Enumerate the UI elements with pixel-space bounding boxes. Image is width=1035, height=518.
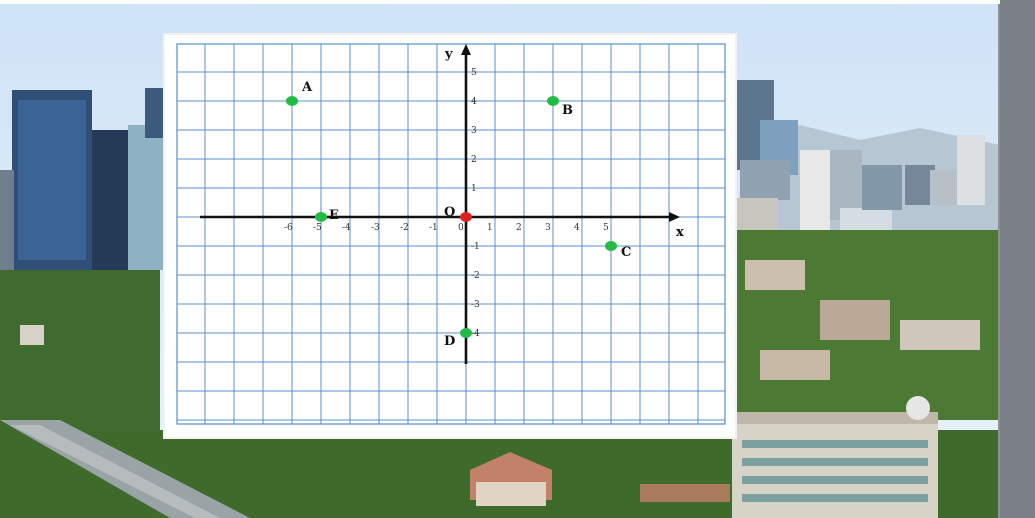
point-b-label: B: [562, 103, 573, 118]
y-tick-label: -1: [471, 242, 480, 252]
point-a-marker: [286, 96, 298, 106]
x-tick-label: -3: [371, 223, 380, 233]
coordinate-board: -6 -5 -4 -3 -2 -1 0 1 2 3 4 5 5 4 3 2 1 -1 -2 -3 -4 A B C D E O x…: [163, 33, 737, 439]
y-tick-label: 2: [471, 155, 477, 165]
x-tick-label: 5: [603, 223, 609, 233]
y-tick-label: -4: [471, 329, 480, 339]
tick-labels: -6 -5 -4 -3 -2 -1 0 1 2 3 4 5 5 4 3 2 1 -1 -2 -3 -4: [284, 68, 609, 339]
x-tick-label: -5: [313, 223, 322, 233]
point-c-label: C: [621, 245, 631, 260]
point-o-label: O: [444, 205, 455, 220]
axes: [200, 44, 680, 364]
y-tick-label: 1: [471, 184, 477, 194]
y-tick-label: 5: [471, 68, 477, 78]
x-tick-label: -6: [284, 223, 293, 233]
y-tick-label: 3: [471, 126, 477, 136]
points: A B C D E O: [286, 80, 631, 349]
y-tick-label: 4: [471, 97, 477, 107]
x-tick-label: -2: [400, 223, 409, 233]
x-tick-label: 1: [487, 223, 493, 233]
x-tick-label: -4: [342, 223, 351, 233]
point-d-marker: [460, 328, 472, 338]
y-tick-label: -3: [471, 300, 480, 310]
board-frame: [163, 33, 737, 439]
x-tick-label: -1: [429, 223, 438, 233]
point-e-marker: [315, 212, 327, 222]
x-tick-label: 3: [545, 223, 551, 233]
point-o-marker: [460, 212, 472, 222]
point-a-label: A: [301, 80, 313, 95]
point-b-marker: [547, 96, 559, 106]
y-axis-label: y: [444, 47, 453, 62]
x-axis-label: x: [676, 225, 684, 240]
point-c-marker: [605, 241, 617, 251]
x-tick-label: 4: [574, 223, 580, 233]
x-tick-label: 0: [458, 223, 464, 233]
point-e-label: E: [329, 208, 339, 223]
y-tick-label: -2: [471, 271, 480, 281]
y-axis-arrow: [461, 44, 471, 55]
x-tick-label: 2: [516, 223, 522, 233]
grid-border: [176, 43, 726, 425]
x-axis-arrow: [669, 212, 680, 222]
point-d-label: D: [444, 334, 455, 349]
